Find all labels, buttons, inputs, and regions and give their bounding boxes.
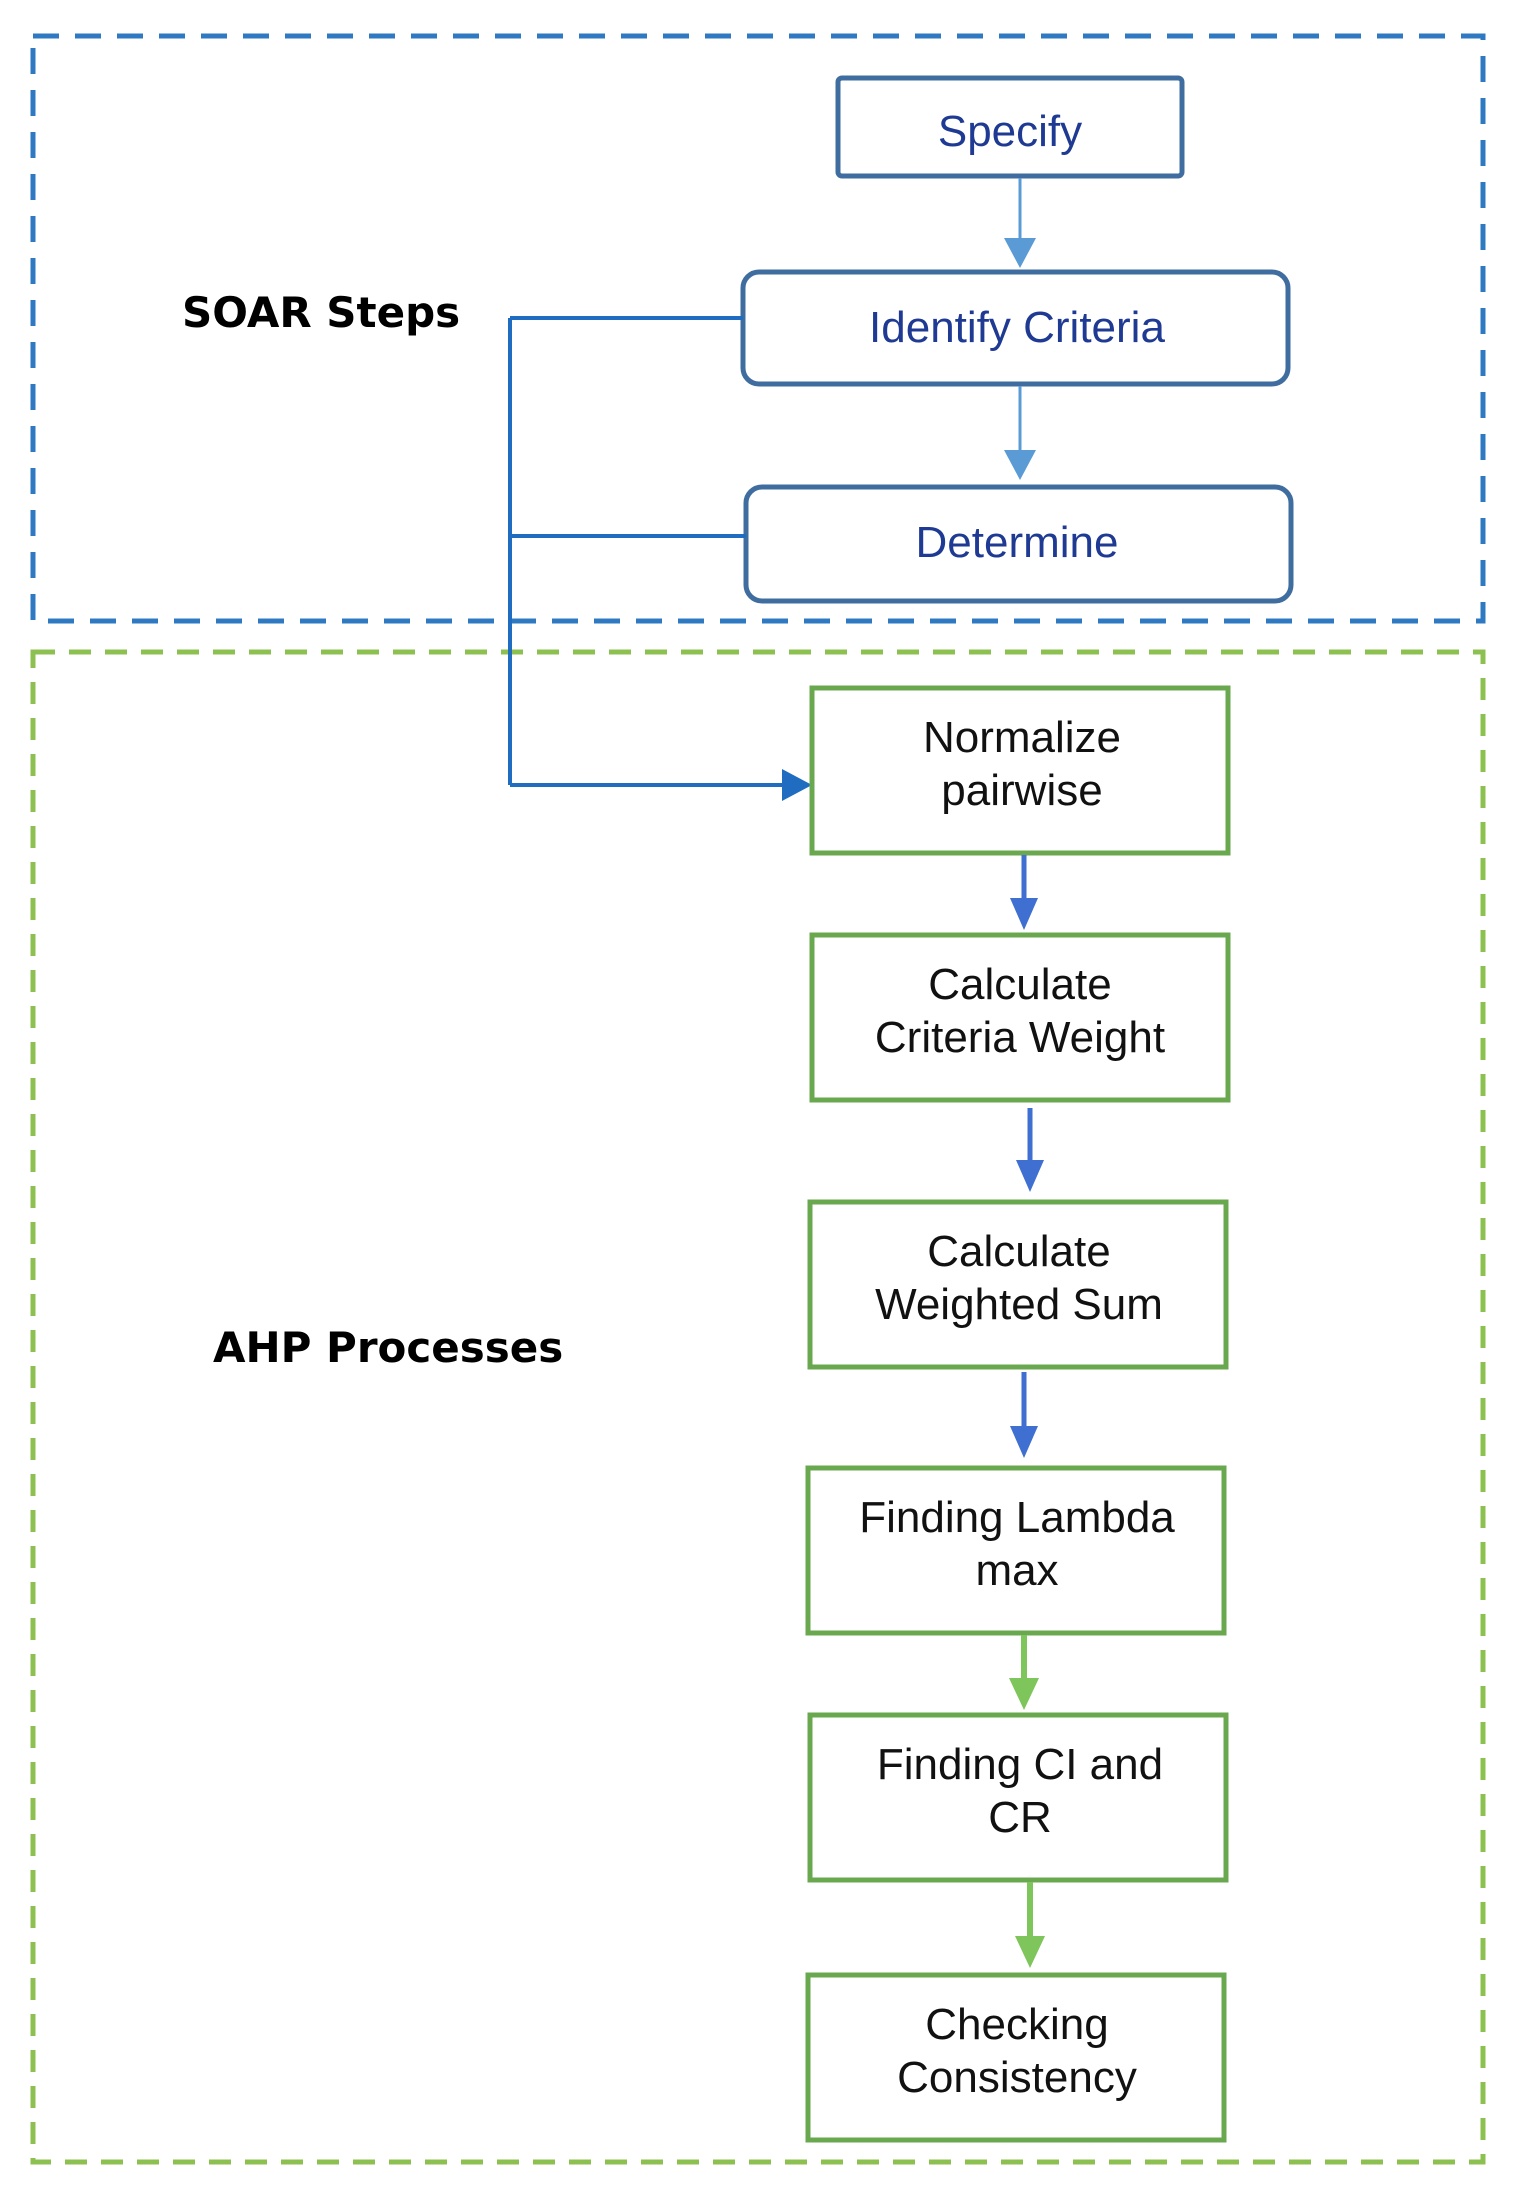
ahp-step-label-line1: Finding Lambda: [859, 1493, 1175, 1542]
soar-step-box: [743, 484, 1294, 604]
soar-step-box: [835, 75, 1185, 179]
ahp-step-finding-ci-and-cr: Finding CI and CR: [807, 1712, 1229, 1883]
connector-arrowhead: [782, 769, 812, 801]
ahp-step-label-line1: Checking: [925, 2000, 1108, 2049]
ahp-step-box: [809, 932, 1231, 1103]
ahp-step-label-line1: Normalize: [923, 713, 1121, 762]
ahp-step-label-line2: Criteria Weight: [875, 1013, 1165, 1062]
ahp-step-label-line1: Calculate: [928, 960, 1111, 1009]
soar-arrow-specify-to-identify: [1004, 178, 1036, 268]
ahp-step-label-line2: Weighted Sum: [875, 1280, 1163, 1329]
ahp-step-box: [805, 1972, 1227, 2143]
ahp-step-label-line2: max: [975, 1546, 1058, 1595]
ahp-step-box: [805, 1465, 1227, 1636]
ahp-arrow-4: [1009, 1635, 1039, 1710]
ahp-step-calculate-weighted-sum: Calculate Weighted Sum: [807, 1199, 1229, 1370]
soar-to-ahp-connector: [508, 316, 782, 787]
soar-step-label: Specify: [938, 107, 1082, 156]
soar-step-specify: Specify: [835, 75, 1185, 179]
ahp-step-finding-lambda-max: Finding Lambda max: [805, 1465, 1227, 1636]
ahp-step-label-line1: Calculate: [927, 1227, 1110, 1276]
soar-step-identify-criteria: Identify Criteria: [740, 269, 1291, 387]
ahp-group-border: [30, 649, 1486, 2165]
ahp-step-calculate-criteria-weight: Calculate Criteria Weight: [809, 932, 1231, 1103]
ahp-step-box: [807, 1199, 1229, 1370]
ahp-arrow-3: [1010, 1372, 1038, 1458]
soar-step-label: Determine: [916, 518, 1119, 567]
ahp-step-label-line2: pairwise: [941, 766, 1102, 815]
ahp-step-normalize-pairwise: Normalize pairwise: [809, 685, 1231, 856]
soar-step-determine: Determine: [743, 484, 1294, 604]
soar-step-box: [740, 269, 1291, 387]
ahp-arrow-5: [1015, 1882, 1045, 1968]
soar-group-border: [30, 33, 1486, 624]
ahp-step-label-line1: Finding CI and: [877, 1740, 1163, 1789]
soar-step-label: Identify Criteria: [869, 303, 1165, 352]
ahp-arrow-2: [1016, 1108, 1044, 1192]
ahp-step-checking-consistency: Checking Consistency: [805, 1972, 1227, 2143]
ahp-arrow-1: [1010, 855, 1038, 930]
ahp-step-box: [807, 1712, 1229, 1883]
ahp-step-label-line2: Consistency: [897, 2053, 1137, 2102]
ahp-step-label-line2: CR: [988, 1793, 1052, 1842]
soar-arrow-identify-to-determine: [1004, 386, 1036, 480]
ahp-group-label: AHP Processes: [213, 1323, 563, 1372]
soar-group-label: SOAR Steps: [182, 288, 460, 337]
ahp-step-box: [809, 685, 1231, 856]
